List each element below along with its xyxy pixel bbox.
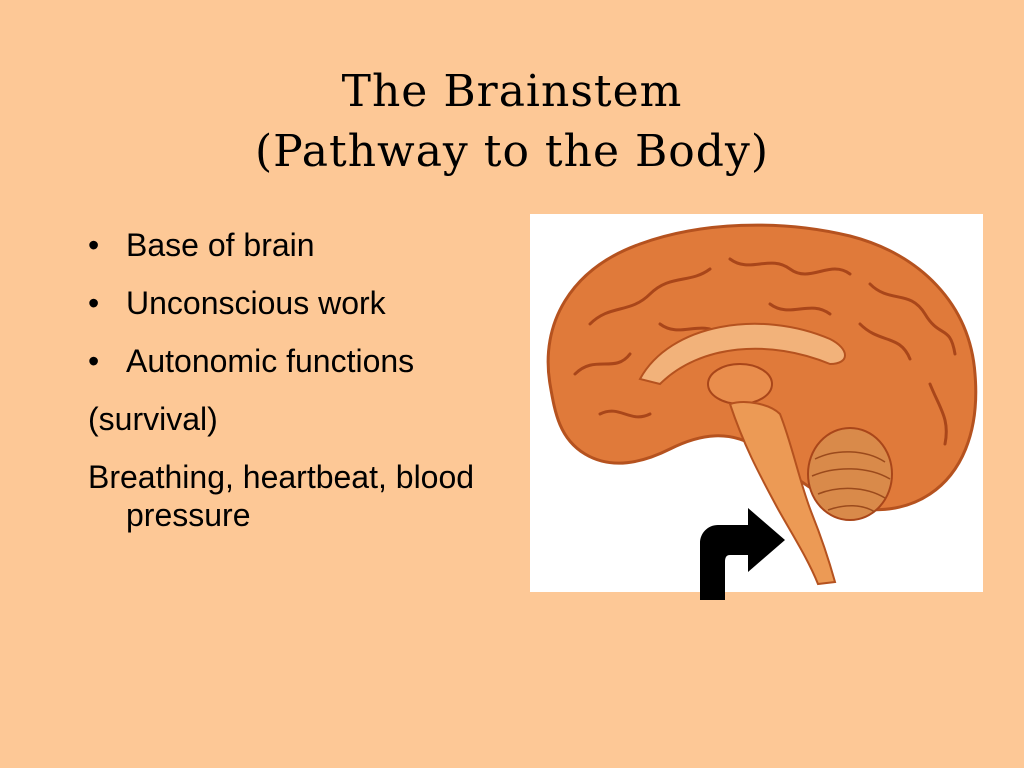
slide-title: The Brainstem (Pathway to the Body) xyxy=(0,62,1024,182)
title-line-1: The Brainstem xyxy=(341,66,683,117)
brain-sagittal-section-icon xyxy=(546,223,978,586)
bullet-item: • Unconscious work xyxy=(88,284,518,322)
bullet-text: Unconscious work xyxy=(126,285,386,321)
survival-note: (survival) xyxy=(88,401,218,437)
bullet-dot: • xyxy=(88,227,100,263)
bullet-item: • Base of brain xyxy=(88,226,518,264)
title-line-2: (Pathway to the Body) xyxy=(254,126,769,177)
vital-functions-note: Breathing, heartbeat, blood pressure xyxy=(88,459,475,533)
bullet-text: Autonomic functions xyxy=(126,343,415,379)
bullet-item: • Autonomic functions xyxy=(88,342,518,380)
curved-arrow-icon xyxy=(700,508,785,600)
bullet-text: Base of brain xyxy=(126,227,315,263)
bullet-dot: • xyxy=(88,343,100,379)
bullet-dot: • xyxy=(88,285,100,321)
slide-body: • Base of brain • Unconscious work • Aut… xyxy=(88,226,518,554)
